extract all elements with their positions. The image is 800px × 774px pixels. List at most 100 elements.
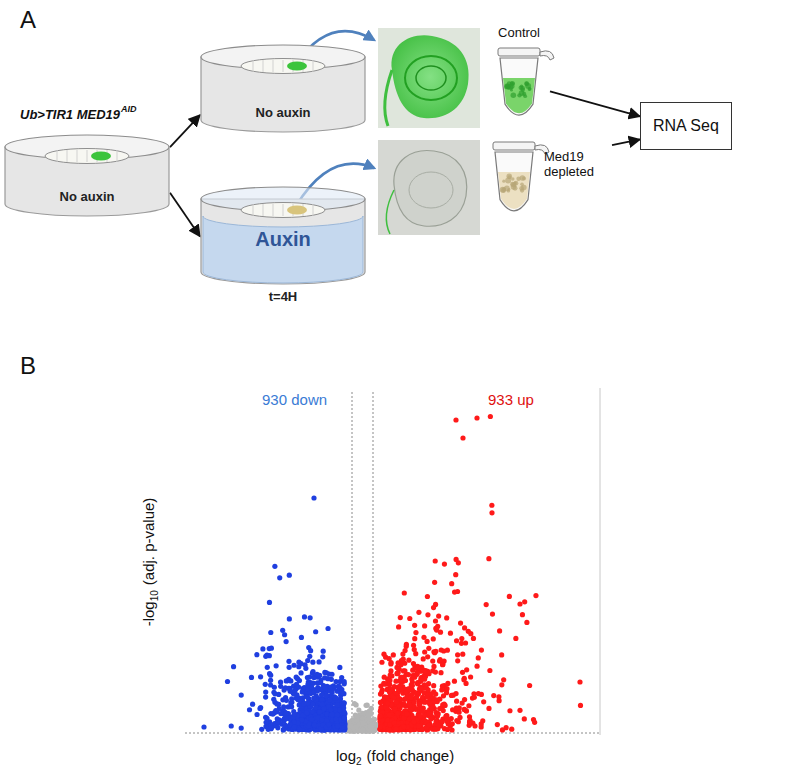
gene-point <box>324 670 329 675</box>
gene-point <box>291 663 296 668</box>
gene-point <box>225 679 230 684</box>
gene-point <box>379 660 384 665</box>
gene-point <box>336 684 341 689</box>
gene-point <box>272 685 277 690</box>
plot-edge <box>600 388 601 735</box>
gene-point <box>464 667 469 672</box>
gene-point <box>366 714 371 719</box>
gene-point <box>444 615 449 620</box>
gene-point <box>507 594 512 599</box>
wing-disc-image <box>378 140 480 235</box>
gene-point <box>272 691 277 696</box>
gene-point <box>445 681 450 686</box>
gene-point <box>299 635 304 640</box>
gene-point <box>325 676 330 681</box>
gene-point <box>328 685 333 690</box>
gene-point <box>310 671 315 676</box>
gene-point <box>286 659 291 664</box>
gene-point <box>436 722 441 727</box>
gene-point <box>314 672 319 677</box>
gene-point <box>354 724 359 729</box>
gene-point <box>527 683 532 688</box>
gene-point <box>258 705 263 710</box>
gene-point <box>433 626 438 631</box>
gene-point <box>407 616 412 621</box>
gene-point <box>284 711 289 716</box>
gene-point <box>249 675 254 680</box>
gene-point <box>578 703 583 708</box>
gene-point <box>264 653 269 658</box>
gene-point <box>438 630 443 635</box>
gene-point <box>281 727 286 732</box>
gene-point <box>277 575 282 580</box>
gene-point <box>267 671 272 676</box>
gene-point <box>398 675 403 680</box>
gene-point <box>396 624 401 629</box>
gene-point <box>500 727 505 732</box>
gene-point <box>308 615 313 620</box>
gene-point <box>398 615 403 620</box>
gene-point <box>445 727 450 732</box>
gene-point <box>453 572 458 577</box>
gene-point <box>317 709 322 714</box>
gene-point <box>401 668 406 673</box>
gene-point <box>304 710 309 715</box>
gene-point <box>476 655 481 660</box>
gene-point <box>260 646 265 651</box>
gene-point <box>470 696 475 701</box>
gene-point <box>430 658 435 663</box>
gene-point <box>433 669 438 674</box>
gene-point <box>268 678 273 683</box>
gene-point <box>440 662 445 667</box>
gene-point <box>387 677 392 682</box>
volcano-plot <box>185 388 600 735</box>
gene-point <box>522 716 527 721</box>
gene-point <box>305 675 310 680</box>
gene-point <box>286 704 291 709</box>
gene-point <box>337 665 342 670</box>
gene-point <box>288 689 293 694</box>
gene-point <box>381 652 386 657</box>
gene-point <box>305 694 310 699</box>
gene-point <box>413 630 418 635</box>
gene-point <box>323 685 328 690</box>
gene-point <box>263 682 268 687</box>
gene-point <box>311 690 316 695</box>
gene-point <box>311 695 316 700</box>
gene-point <box>274 663 279 668</box>
gene-point <box>334 712 339 717</box>
gene-point <box>411 661 416 666</box>
gene-point <box>452 589 457 594</box>
gene-point <box>310 660 315 665</box>
gene-point <box>460 652 465 657</box>
gene-point <box>507 708 512 713</box>
gene-point <box>250 702 255 707</box>
gene-point <box>281 704 286 709</box>
gene-point <box>319 717 324 722</box>
gene-point <box>468 674 473 679</box>
gene-point <box>273 708 278 713</box>
gene-point <box>330 690 335 695</box>
gene-point <box>450 721 455 726</box>
gene-point <box>467 720 472 725</box>
gene-point <box>495 722 500 727</box>
gene-point <box>387 682 392 687</box>
gene-point <box>439 719 444 724</box>
gene-point <box>433 618 438 623</box>
gene-point <box>382 675 387 680</box>
gene-point <box>395 671 400 676</box>
gene-point <box>298 670 303 675</box>
gene-point <box>341 705 346 710</box>
gene-point <box>329 672 334 677</box>
gene-point <box>425 654 430 659</box>
gene-point <box>257 706 262 711</box>
gene-point <box>490 612 495 617</box>
gene-point <box>381 681 386 686</box>
gene-point <box>296 684 301 689</box>
gene-point <box>267 600 272 605</box>
gene-point <box>462 707 467 712</box>
gene-point <box>532 720 537 725</box>
gene-point <box>342 715 347 720</box>
gene-point <box>459 636 464 641</box>
